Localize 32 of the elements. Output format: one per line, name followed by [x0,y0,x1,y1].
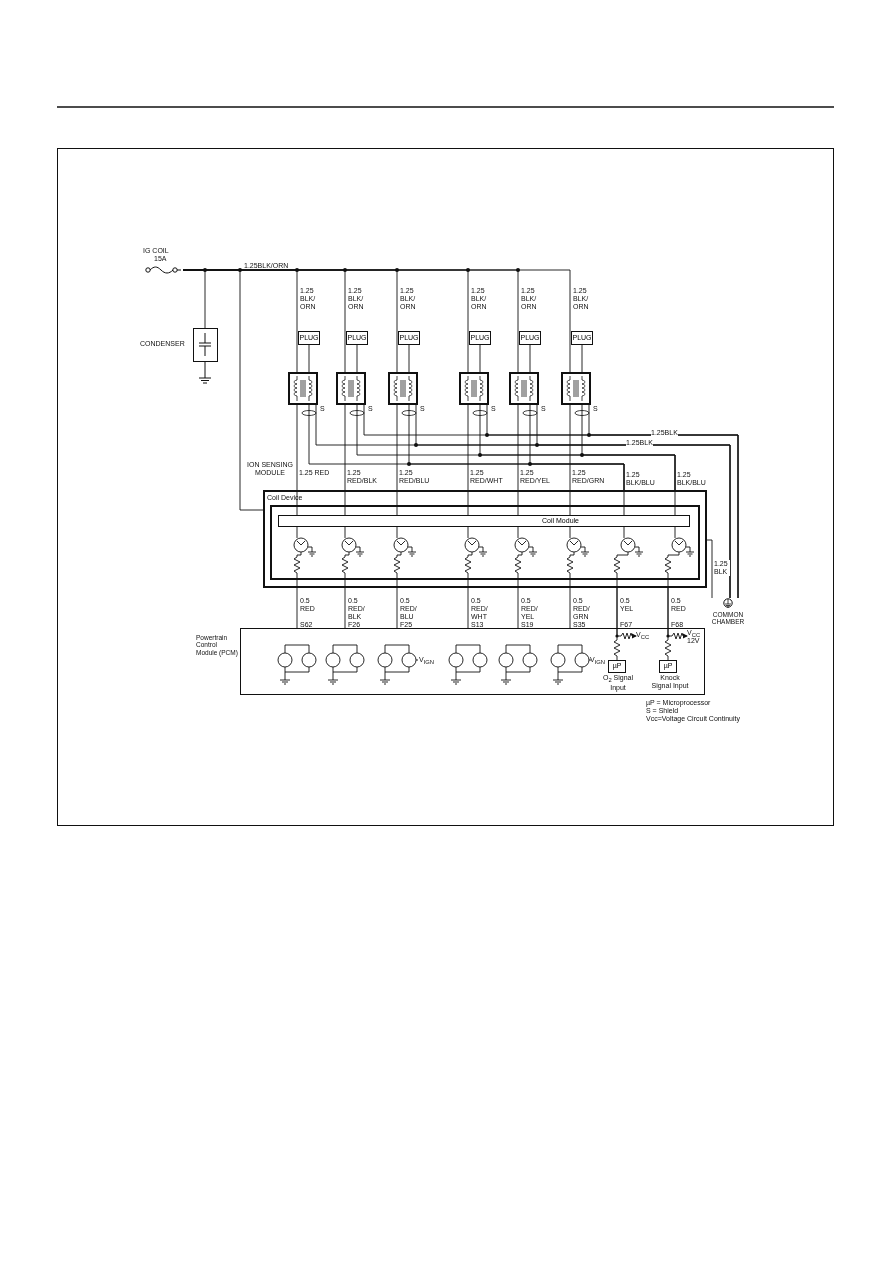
wire [529,344,531,373]
ignition-coil-box [459,372,489,405]
wire [467,587,469,629]
wire [408,344,410,373]
wire [296,404,298,491]
wire [581,404,676,491]
wire [344,404,346,491]
wire [517,404,519,491]
wire [344,587,346,629]
wire [529,404,625,491]
ignition-coil-box [509,372,539,405]
wire [308,344,310,373]
wire [664,587,672,661]
wire [396,587,398,629]
wire [396,404,398,491]
wire [517,587,519,629]
wire [356,344,358,373]
ignition-coil-box [388,372,418,405]
wire [588,404,739,599]
wire [467,404,469,491]
wire [479,344,481,373]
wire [536,404,731,599]
wire [569,404,571,491]
ignition-coil-box [561,372,591,405]
ignition-coil-box [288,372,318,405]
wire [613,587,621,661]
ignition-coil-box [336,372,366,405]
wire [569,587,571,629]
wire [581,344,583,373]
wire [706,539,713,599]
wire [296,587,298,629]
module-enclosure [270,505,700,580]
